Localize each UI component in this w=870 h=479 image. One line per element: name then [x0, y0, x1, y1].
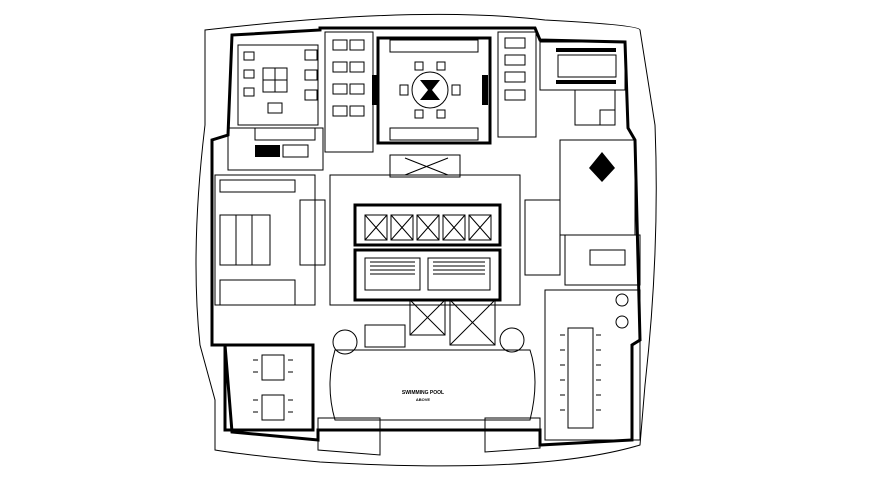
outer-envelope: [195, 13, 657, 467]
dining-hall: [372, 36, 492, 145]
pool-sublabel: ABOVE: [416, 397, 431, 402]
building-perimeter: [210, 26, 642, 447]
pantry-counter: [227, 127, 324, 171]
lounge-right: [559, 139, 641, 286]
workstations-top: [324, 31, 537, 153]
meeting-room-top-left: [237, 44, 319, 126]
conference-room-top-right: [539, 41, 626, 126]
swimming-pool: SWIMMING POOL ABOVE: [317, 324, 541, 456]
lift-lobby: [329, 154, 521, 306]
meeting-room-bottom-left: [223, 343, 315, 432]
boardroom: [544, 289, 641, 441]
pool-label: SWIMMING POOL: [402, 390, 444, 396]
staircases: [353, 248, 502, 346]
elevator-core: [353, 203, 502, 247]
toilets: [214, 174, 561, 306]
